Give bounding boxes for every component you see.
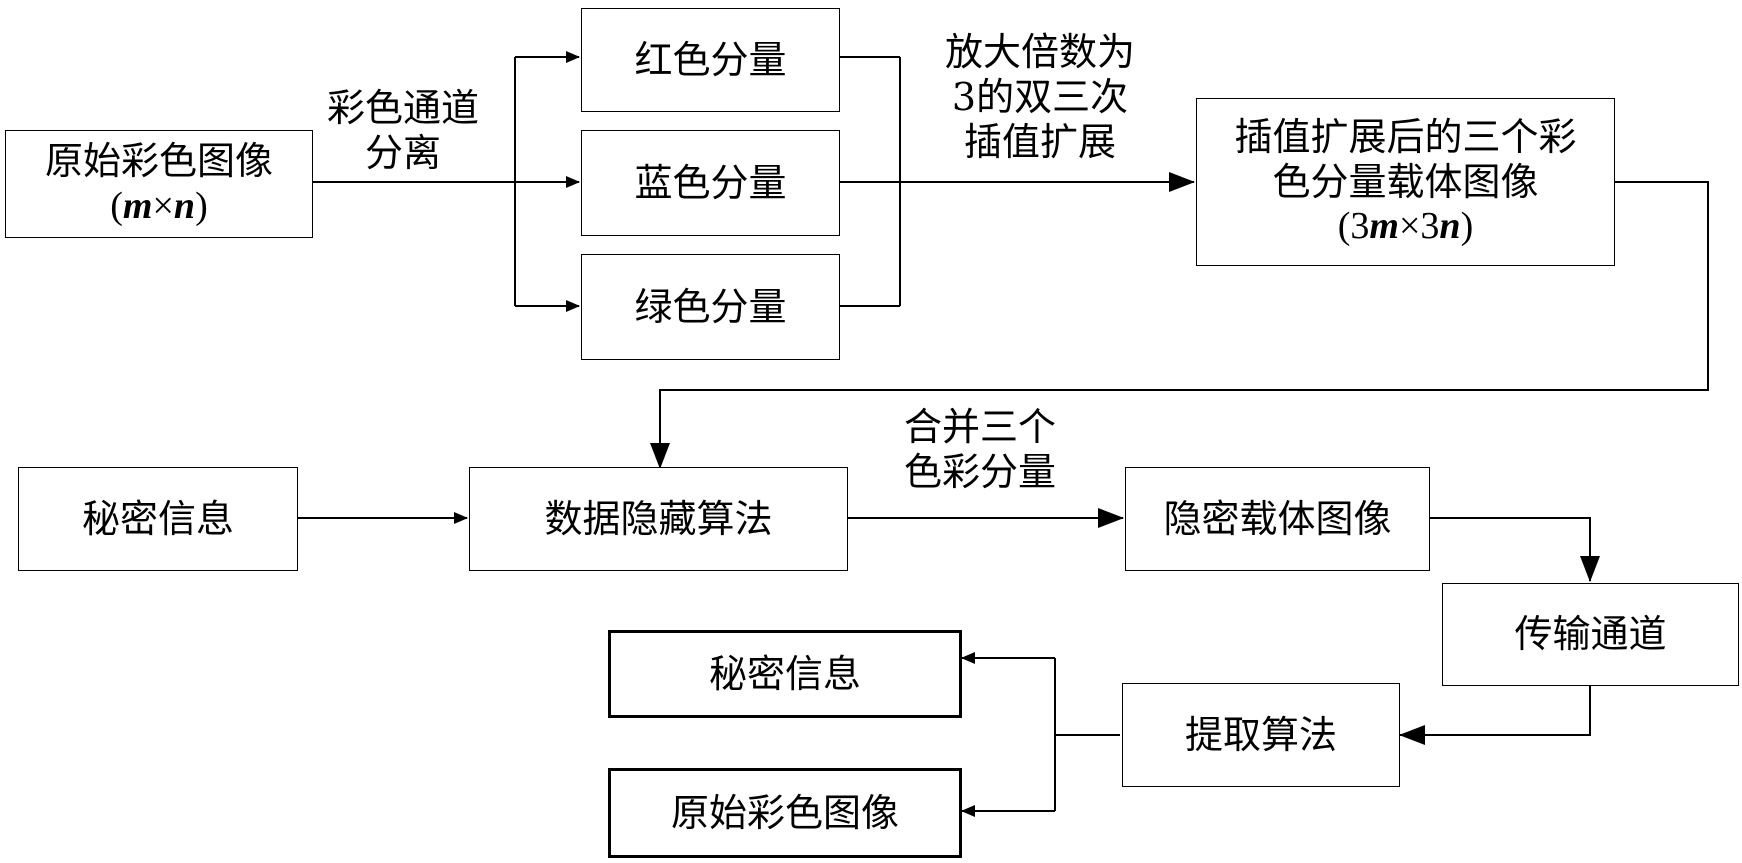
secret-input-label: 秘密信息 — [81, 496, 234, 541]
secret-input-box: 秘密信息 — [18, 467, 298, 571]
original-image-box: 原始彩色图像 (m×n) — [5, 130, 313, 238]
green-component-box: 绿色分量 — [581, 254, 840, 360]
original-image-dimension: (m×n) — [110, 185, 208, 227]
extract-algorithm-box: 提取算法 — [1122, 683, 1400, 787]
interp-edge-label: 放大倍数为 3的双三次 插值扩展 — [944, 30, 1135, 164]
hide-algorithm-box: 数据隐藏算法 — [469, 467, 848, 571]
carrier-image-box: 插值扩展后的三个彩 色分量载体图像 (3m×3n) — [1196, 98, 1615, 266]
blue-component-box: 蓝色分量 — [581, 130, 840, 236]
original-output-label: 原始彩色图像 — [670, 790, 899, 835]
edge-channel-to-extract — [1399, 686, 1591, 745]
secret-output-label: 秘密信息 — [708, 651, 861, 696]
separate-edge-label: 彩色通道 分离 — [326, 86, 479, 175]
blue-component-label: 蓝色分量 — [634, 160, 787, 205]
edge-stego-to-channel — [1430, 517, 1600, 582]
extract-algorithm-label: 提取算法 — [1184, 712, 1337, 757]
carrier-label-line2: 色分量载体图像 — [1272, 159, 1539, 204]
carrier-dimension: (3m×3n) — [1337, 205, 1474, 248]
original-output-box: 原始彩色图像 — [608, 768, 962, 858]
red-component-label: 红色分量 — [634, 37, 787, 82]
original-image-label: 原始彩色图像 — [44, 139, 273, 184]
merge-edge-label: 合并三个 色彩分量 — [903, 405, 1056, 494]
channel-label: 传输通道 — [1514, 612, 1667, 657]
hide-algorithm-label: 数据隐藏算法 — [544, 496, 773, 541]
stego-image-label: 隐密载体图像 — [1163, 496, 1392, 541]
carrier-label-line1: 插值扩展后的三个彩 — [1234, 114, 1577, 159]
red-component-box: 红色分量 — [581, 8, 840, 112]
channel-box: 传输通道 — [1442, 583, 1739, 686]
secret-output-box: 秘密信息 — [608, 630, 962, 718]
stego-image-box: 隐密载体图像 — [1125, 467, 1430, 571]
green-component-label: 绿色分量 — [634, 284, 787, 329]
edge-carrier-to-hide — [650, 181, 1709, 469]
